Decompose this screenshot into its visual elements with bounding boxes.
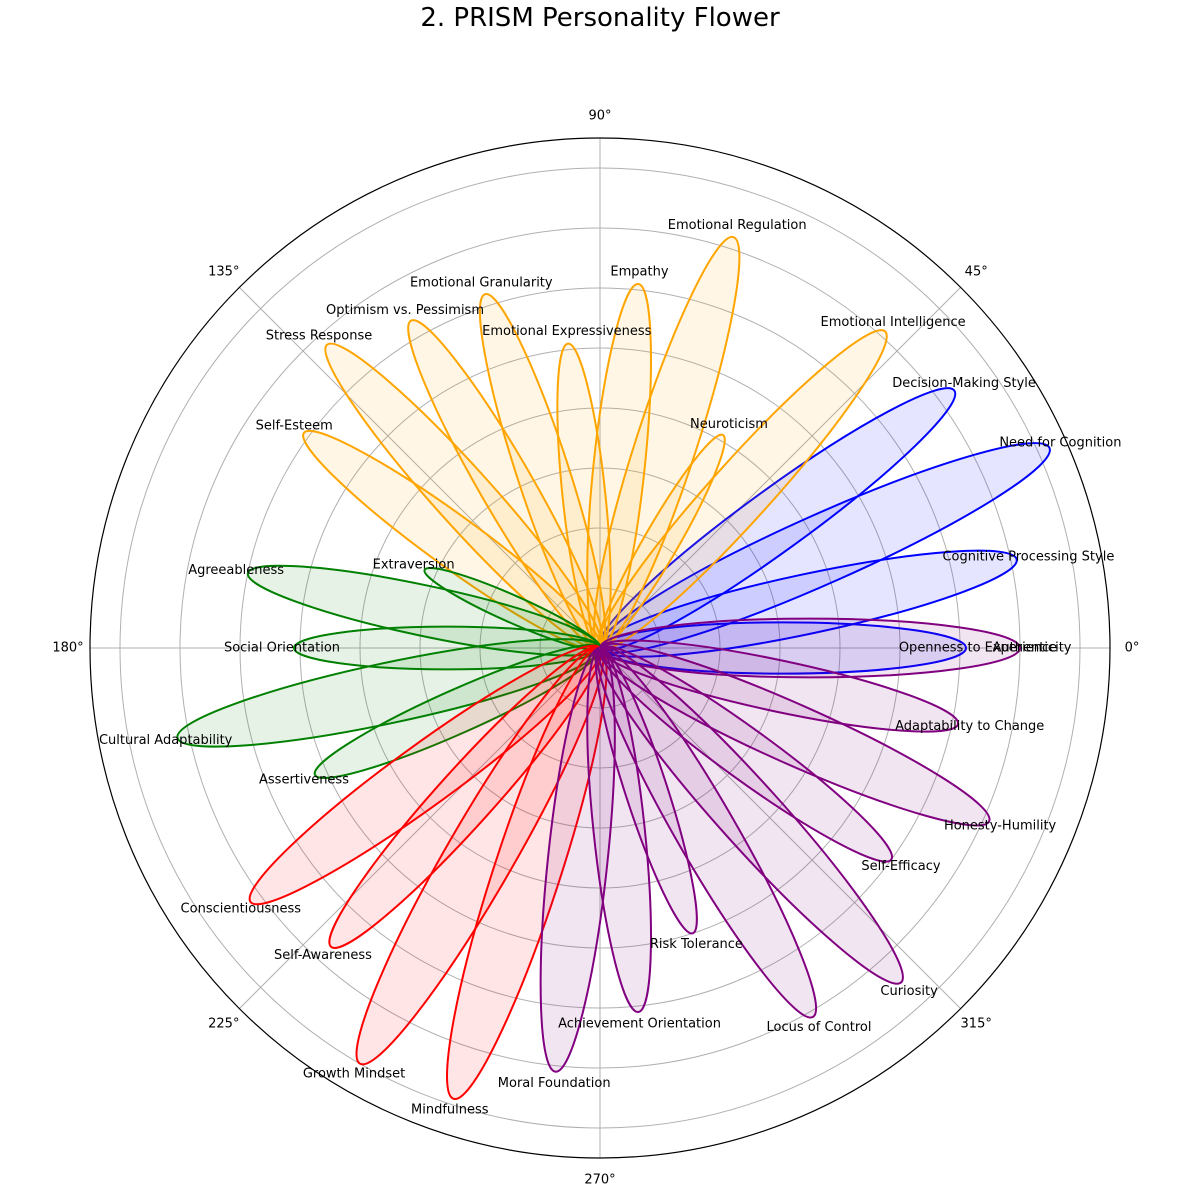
- angle-tick-label: 315°: [961, 1017, 992, 1032]
- petal-label: Emotional Regulation: [668, 218, 807, 233]
- petals: [176, 235, 1051, 1101]
- grid-spoke: [599, 287, 961, 649]
- petal-label: Achievement Orientation: [558, 1016, 721, 1031]
- petal-label: Locus of Control: [767, 1020, 872, 1035]
- polar-frame: [89, 137, 1111, 1159]
- petal-label: Emotional Granularity: [410, 275, 553, 290]
- petal-label: Adaptability to Change: [895, 719, 1044, 734]
- angle-tick-label: 270°: [584, 1173, 615, 1188]
- petal-label: Cultural Adaptability: [99, 733, 233, 748]
- petal-label: Self-Awareness: [274, 948, 372, 963]
- angle-tick-label: 0°: [1125, 641, 1140, 656]
- petal-label: Cognitive Processing Style: [942, 549, 1114, 564]
- petal: [599, 617, 1021, 679]
- angle-tick-label: 180°: [52, 641, 83, 656]
- petal-label: Self-Esteem: [256, 418, 333, 433]
- petal-label: Social Orientation: [224, 641, 340, 656]
- petal-label: Need for Cognition: [999, 436, 1121, 451]
- petal-label: Self-Efficacy: [861, 859, 940, 874]
- angle-tick-label: 90°: [588, 109, 611, 124]
- grid-spoke: [239, 647, 601, 1009]
- angle-tick-label: 45°: [965, 264, 988, 279]
- angle-tick-label: 225°: [208, 1017, 239, 1032]
- grid-spoke: [599, 647, 961, 1009]
- petal-label: Honesty-Humility: [944, 819, 1057, 834]
- petal-label: Stress Response: [266, 328, 373, 343]
- petal-label: Risk Tolerance: [650, 937, 743, 952]
- angle-ticks: 0° 45° 90° 135° 180° 225° 270° 315°: [52, 109, 1139, 1188]
- petal-label: Emotional Intelligence: [821, 315, 966, 330]
- petal-label: Extraversion: [373, 558, 455, 573]
- petal-label: Growth Mindset: [303, 1067, 405, 1082]
- petal-label: Agreeableness: [188, 563, 284, 578]
- petal-label: Conscientiousness: [181, 902, 302, 917]
- petal-label: Decision-Making Style: [892, 376, 1036, 391]
- petal-label: Emotional Expressiveness: [482, 324, 652, 339]
- petal-label: Curiosity: [880, 984, 938, 999]
- petal-label: Openness to Experience: [899, 641, 1057, 656]
- petal-labels: Openness to Experience Cognitive Processi…: [99, 218, 1121, 1117]
- petal-label: Neuroticism: [690, 417, 768, 432]
- petal-label: Empathy: [610, 265, 668, 280]
- petal-label: Mindfulness: [411, 1103, 489, 1118]
- petal-label: Assertiveness: [259, 772, 349, 787]
- petal-label: Authenticity: [993, 641, 1072, 656]
- petal-label: Optimism vs. Pessimism: [326, 303, 484, 318]
- angle-tick-label: 135°: [208, 264, 239, 279]
- chart-title: 2. PRISM Personality Flower: [420, 3, 780, 33]
- petal-label: Moral Foundation: [498, 1076, 611, 1091]
